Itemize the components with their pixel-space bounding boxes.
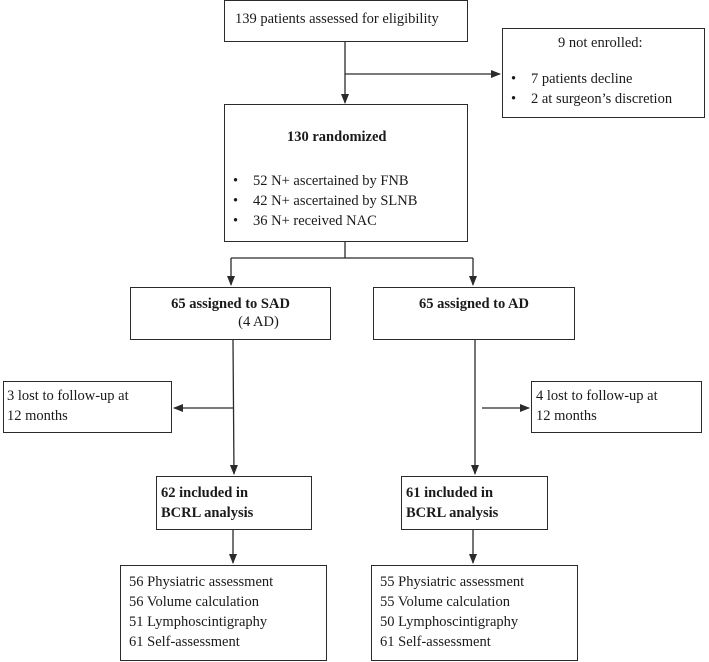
assessments-right-box: 55 Physiatric assessment 55 Volume calcu… — [371, 565, 578, 661]
randomized-box: 130 randomized •52 N+ ascertained by FNB… — [224, 104, 468, 242]
assessment-item: 61 Self-assessment — [380, 634, 491, 650]
included-left-line1: 62 included in — [161, 485, 249, 501]
ad-box: 65 assigned to AD — [373, 287, 575, 340]
randomized-item: •42 N+ ascertained by SLNB — [233, 193, 418, 209]
assessments-left-box: 56 Physiatric assessment 56 Volume calcu… — [120, 565, 327, 661]
not-enrolled-title: 9 not enrolled: — [558, 35, 643, 51]
assessment-item: 56 Volume calculation — [129, 594, 259, 610]
assessment-item: 50 Lymphoscintigraphy — [380, 614, 519, 630]
eligibility-box: 139 patients assessed for eligibility — [224, 0, 468, 42]
not-enrolled-item: •7 patients decline — [511, 71, 633, 87]
assessment-item: 55 Volume calculation — [380, 594, 510, 610]
assessment-item: 55 Physiatric assessment — [380, 574, 525, 590]
included-left-box: 62 included in BCRL analysis — [156, 476, 312, 530]
included-right-line2: BCRL analysis — [406, 505, 499, 521]
lost-left-box: 3 lost to follow-up at 12 months — [3, 381, 172, 433]
ad-title: 65 assigned to AD — [419, 296, 529, 312]
included-right-box: 61 included in BCRL analysis — [401, 476, 548, 530]
sad-subtitle: (4 AD) — [238, 314, 279, 330]
lost-left-line1: 3 lost to follow-up at — [7, 388, 129, 404]
arrow-sad-to-included — [229, 339, 238, 475]
not-enrolled-item: •2 at surgeon’s discretion — [511, 91, 673, 107]
lost-right-box: 4 lost to follow-up at 12 months — [531, 381, 702, 433]
not-enrolled-box: 9 not enrolled: •7 patients decline •2 a… — [502, 28, 705, 118]
randomized-item: •52 N+ ascertained by FNB — [233, 173, 409, 189]
lost-right-line2: 12 months — [536, 408, 597, 424]
included-right-line1: 61 included in — [406, 485, 494, 501]
included-left-line2: BCRL analysis — [161, 505, 254, 521]
assessment-item: 56 Physiatric assessment — [129, 574, 274, 590]
randomized-item: •36 N+ received NAC — [233, 213, 377, 229]
sad-title: 65 assigned to SAD — [171, 296, 290, 312]
sad-box: 65 assigned to SAD (4 AD) — [130, 287, 331, 340]
lost-left-line2: 12 months — [7, 408, 68, 424]
lost-right-line1: 4 lost to follow-up at — [536, 388, 658, 404]
assessment-item: 51 Lymphoscintigraphy — [129, 614, 268, 630]
randomized-title: 130 randomized — [287, 129, 387, 145]
eligibility-text: 139 patients assessed for eligibility — [235, 11, 439, 27]
assessment-item: 61 Self-assessment — [129, 634, 240, 650]
